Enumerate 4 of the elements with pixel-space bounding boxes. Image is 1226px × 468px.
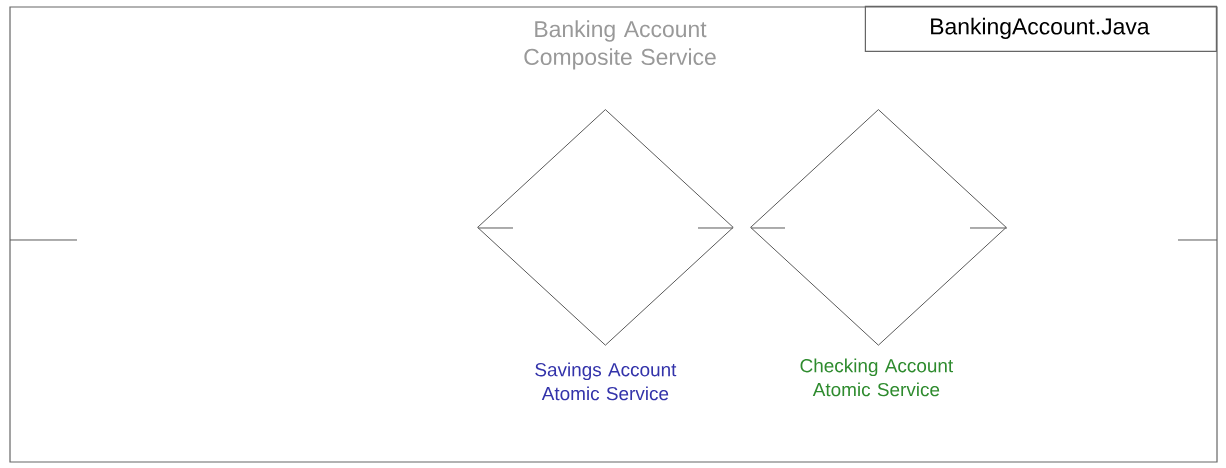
file-name: BankingAccount.Java — [931, 17, 1150, 40]
heading: Banking Account Composite Service — [524, 20, 716, 70]
node-caption: Checking Account Atomic Service — [800, 358, 954, 397]
node-caption: Savings Account Atomic Service — [535, 362, 677, 401]
